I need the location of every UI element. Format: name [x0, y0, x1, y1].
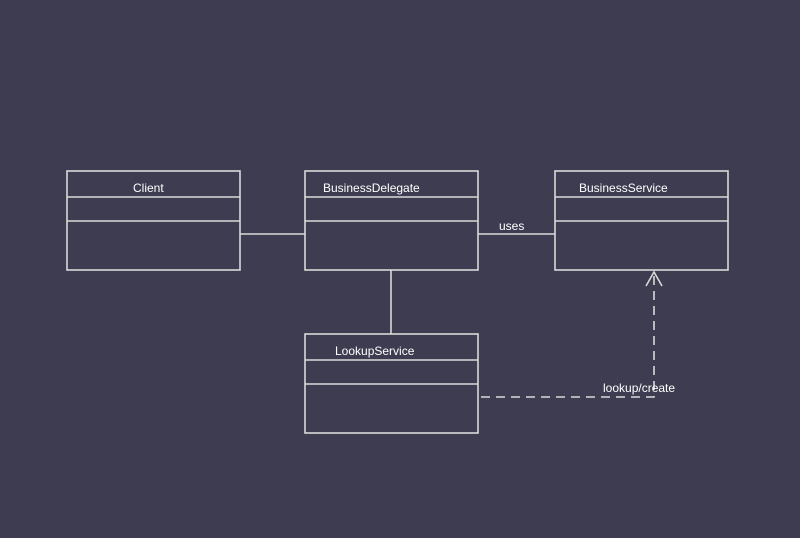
- class-business-service[interactable]: BusinessService: [554, 170, 729, 271]
- class-client[interactable]: Client: [66, 170, 241, 271]
- dependency-label-lookup-create: lookup/create: [603, 381, 675, 395]
- class-lookup-service[interactable]: LookupService: [304, 333, 479, 434]
- class-name: Client: [133, 181, 164, 195]
- association-label-uses: uses: [499, 219, 524, 233]
- class-name: BusinessDelegate: [323, 181, 420, 195]
- dependency-arrowhead: [645, 270, 663, 287]
- dependency-lookup-service: [481, 272, 655, 398]
- class-name: LookupService: [335, 344, 415, 358]
- class-name: BusinessService: [579, 181, 668, 195]
